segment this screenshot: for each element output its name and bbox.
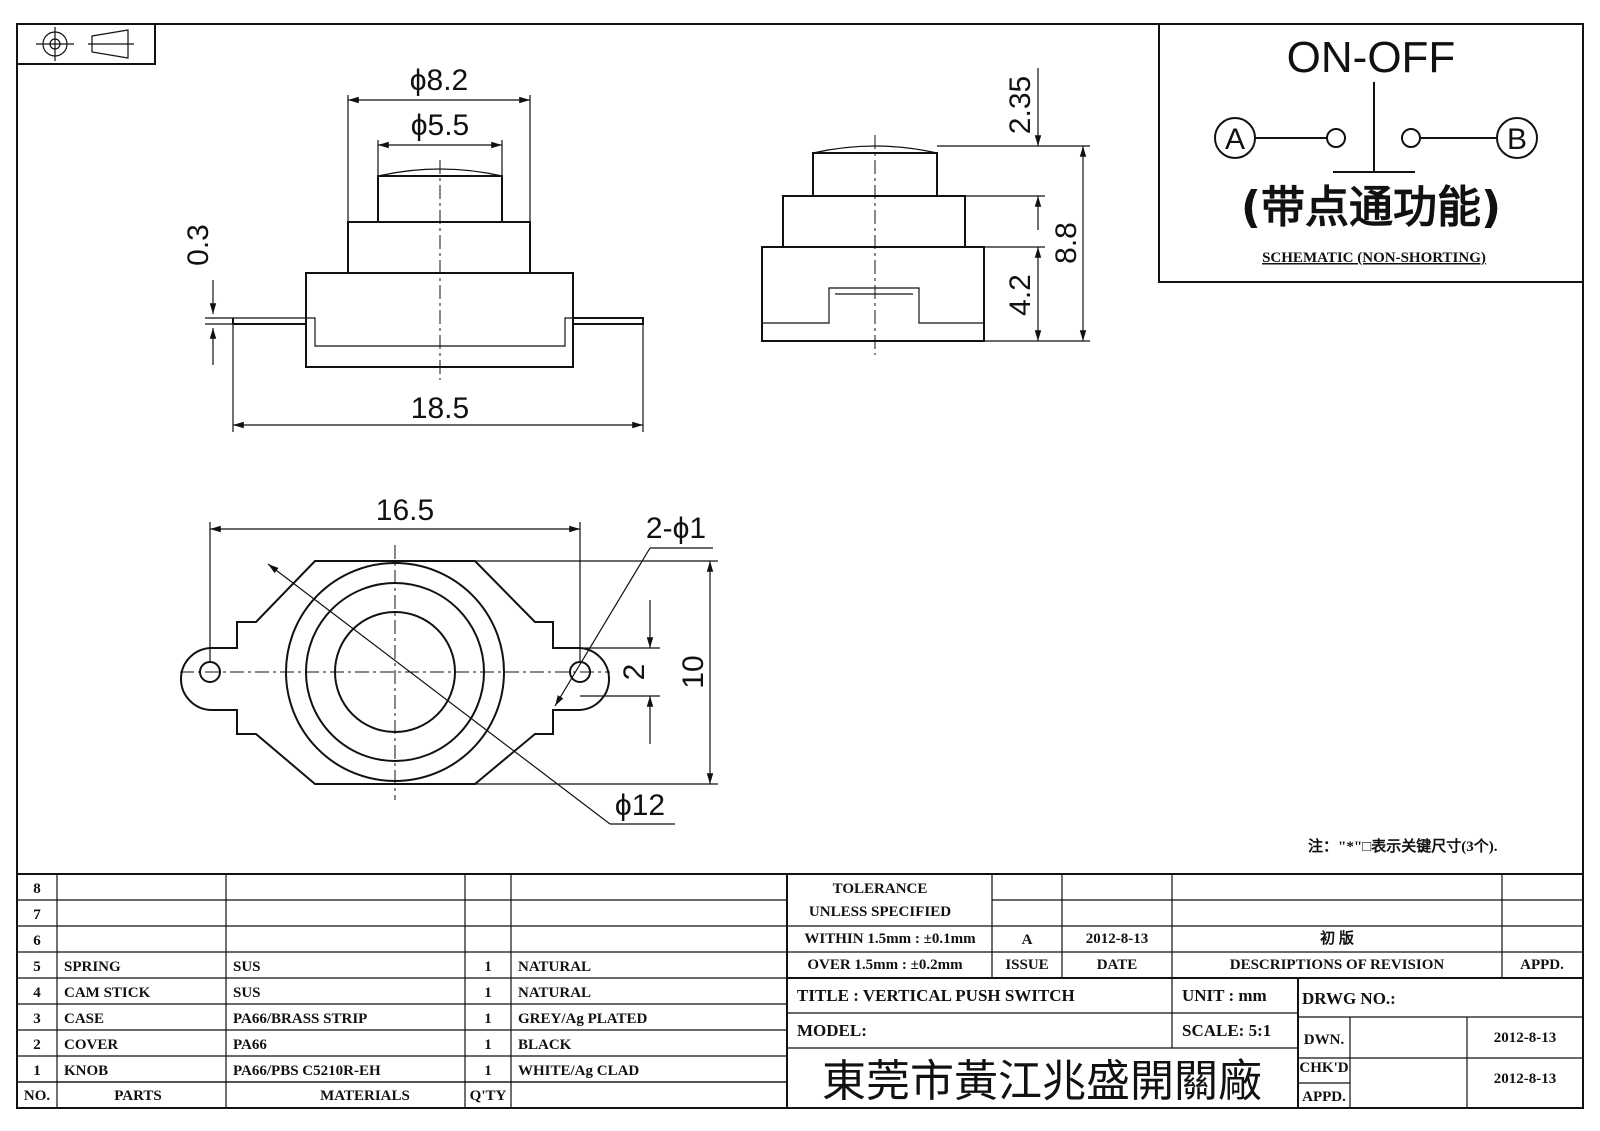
schematic-panel: ON-OFF A B (带点通功能) SCHEMATIC (NON-SHORTI… — [1158, 23, 1584, 283]
appd-header: APPD. — [1520, 957, 1564, 973]
checked-date: 2012-8-13 — [1494, 1071, 1557, 1087]
revision-description: 初 版 — [1320, 929, 1354, 947]
bom-cell-finish: GREY/Ag PLATED — [518, 1011, 647, 1027]
dim-base-height: 4.2 — [1004, 274, 1037, 316]
dim-top-inner-diameter: ϕ5.5 — [411, 109, 470, 142]
drawing-number-label: DRWG NO.: — [1302, 989, 1396, 1008]
bom-cell-part: CASE — [64, 1011, 104, 1027]
dim-top-outer-diameter: ϕ8.2 — [410, 64, 469, 97]
bom-cell-material: PA66/BRASS STRIP — [233, 1011, 367, 1027]
terminal-b-label: B — [1507, 123, 1527, 156]
company-name: 東莞市黃江兆盛開關廠 — [822, 1057, 1262, 1106]
dim-flange-thickness: 0.3 — [182, 224, 215, 266]
descriptions-header: DESCRIPTIONS OF REVISION — [1230, 957, 1445, 973]
issue-value: A — [1022, 932, 1033, 948]
bom-cell-finish: NATURAL — [518, 985, 591, 1001]
bom-cell-qty: 1 — [484, 1011, 492, 1027]
tolerance-within: WITHIN 1.5mm : ±0.1mm — [804, 931, 976, 947]
sheet-border — [16, 23, 1584, 1109]
bom-cell-part: SPRING — [64, 959, 121, 975]
bom-cell-no: 3 — [33, 1011, 41, 1027]
bom-cell-no: 7 — [33, 907, 41, 923]
key-dimension-note: 注："*"□表示关键尺寸(3个). — [1308, 837, 1498, 855]
dim-hole-width: 2 — [618, 664, 651, 681]
unit-label: UNIT : mm — [1182, 986, 1267, 1005]
bom-cell-qty: 1 — [484, 985, 492, 1001]
dim-total-height: 8.8 — [1050, 222, 1083, 264]
issue-date: 2012-8-13 — [1086, 931, 1149, 947]
bom-cell-qty: 1 — [484, 959, 492, 975]
bom-cell-finish: WHITE/Ag CLAD — [518, 1063, 639, 1079]
dim-ring-diameter: ϕ12 — [615, 789, 665, 822]
dim-knob-height: 2.35 — [1004, 76, 1037, 134]
bom-cell-part: COVER — [64, 1037, 118, 1053]
approved-by-label: APPD. — [1302, 1089, 1346, 1105]
bom-cell-material: PA66 — [233, 1037, 267, 1053]
drawn-by-label: DWN. — [1304, 1032, 1345, 1048]
bom-header-parts: PARTS — [114, 1088, 162, 1104]
dim-overall-width: 18.5 — [411, 392, 469, 425]
function-label-cn: (带点通功能) — [1241, 182, 1501, 233]
bom-cell-qty: 1 — [484, 1037, 492, 1053]
front-view: ϕ8.2 ϕ5.5 0.3 18.5 — [182, 64, 644, 432]
dim-body-height: 10 — [677, 655, 710, 688]
bom-cell-material: SUS — [233, 985, 261, 1001]
bom-header-no: NO. — [24, 1088, 51, 1104]
bom-cell-no: 4 — [33, 985, 41, 1001]
projection-symbol-icon — [16, 23, 156, 65]
bom-cell-no: 8 — [33, 881, 41, 897]
bom-header-qty: Q'TY — [470, 1088, 507, 1104]
bom-cell-no: 1 — [33, 1063, 41, 1079]
drawing-title: TITLE : VERTICAL PUSH SWITCH — [797, 986, 1075, 1005]
dim-hole-diameter: 2-ϕ1 — [646, 512, 706, 545]
bom-cell-part: CAM STICK — [64, 985, 151, 1001]
bom-cell-material: PA66/PBS C5210R-EH — [233, 1063, 381, 1079]
schematic-title: ON-OFF — [1287, 33, 1456, 82]
side-view: 2.35 4.2 8.8 — [761, 68, 1090, 355]
bom-cell-finish: BLACK — [518, 1037, 572, 1053]
scale-label: SCALE: 5:1 — [1182, 1021, 1271, 1040]
tolerance-unless: UNLESS SPECIFIED — [809, 904, 951, 920]
checked-by-label: CHK'D — [1299, 1060, 1348, 1076]
bom-cell-no: 5 — [33, 959, 41, 975]
dim-hole-span: 16.5 — [376, 494, 434, 527]
schematic-caption: SCHEMATIC (NON-SHORTING) — [1262, 250, 1486, 266]
bom-cell-part: KNOB — [64, 1063, 108, 1079]
bom-header-materials: MATERIALS — [320, 1088, 410, 1104]
date-header: DATE — [1097, 957, 1138, 973]
bom-cell-material: SUS — [233, 959, 261, 975]
model-label: MODEL: — [797, 1021, 867, 1040]
terminal-a-label: A — [1225, 123, 1245, 156]
title-block: TOLERANCE UNLESS SPECIFIED WITHIN 1.5mm … — [787, 874, 1583, 1108]
issue-header: ISSUE — [1005, 957, 1048, 973]
top-view: 16.5 2-ϕ1 2 10 ϕ12 — [180, 494, 718, 825]
tolerance-label: TOLERANCE — [833, 881, 928, 897]
bom-cell-no: 6 — [33, 933, 41, 949]
drawn-date: 2012-8-13 — [1494, 1030, 1557, 1046]
bom-cell-qty: 1 — [484, 1063, 492, 1079]
bom-cell-finish: NATURAL — [518, 959, 591, 975]
tolerance-over: OVER 1.5mm : ±0.2mm — [807, 957, 963, 973]
bom-cell-no: 2 — [33, 1037, 41, 1053]
